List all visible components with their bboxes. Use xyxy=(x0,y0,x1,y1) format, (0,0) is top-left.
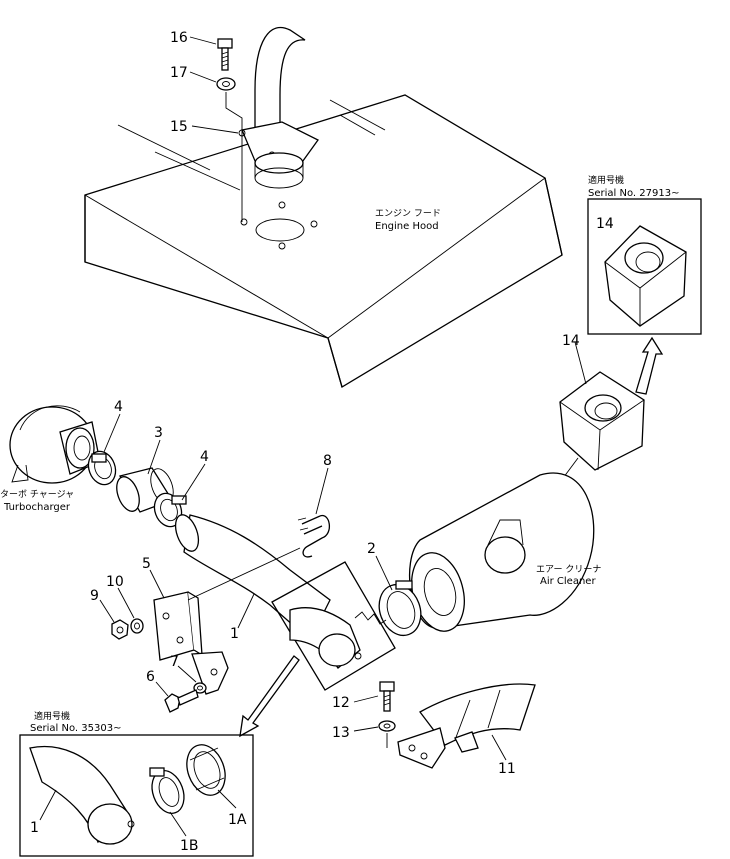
callout-1: 1 xyxy=(230,626,239,642)
leader-14 xyxy=(574,341,587,385)
leader-10 xyxy=(117,587,135,619)
leader-9 xyxy=(99,599,115,623)
washer-7 xyxy=(193,682,207,694)
callout-10: 10 xyxy=(106,574,124,590)
callout-16: 16 xyxy=(170,30,188,46)
engine-hood xyxy=(84,94,563,388)
callout-11: 11 xyxy=(498,761,516,777)
inset-top-serial-jp: 適用号機 xyxy=(588,174,624,186)
inset-box-bottom xyxy=(19,734,254,857)
leader-1 xyxy=(237,593,255,629)
leader-3 xyxy=(147,439,161,475)
callout-1b: 1B xyxy=(180,838,199,854)
callout-14-inset: 14 xyxy=(596,216,614,232)
exhaust-pipe xyxy=(238,26,319,189)
leader-12 xyxy=(353,695,379,703)
engine-hood-label-jp: エンジン フード xyxy=(375,209,441,219)
bolt-6 xyxy=(164,689,199,713)
callout-2: 2 xyxy=(367,541,376,557)
bracket-11 xyxy=(397,683,536,769)
leader-bracket-line xyxy=(187,547,301,601)
nut-9 xyxy=(111,619,129,640)
leader-1-inset xyxy=(39,789,57,821)
leader-13 xyxy=(353,726,379,732)
leader-1a xyxy=(217,789,237,809)
air-cleaner-label-jp: エアー クリーナ xyxy=(536,564,601,575)
turbocharger xyxy=(9,405,101,484)
leader-5 xyxy=(149,569,165,599)
arrow-to-inset-bottom xyxy=(239,655,300,738)
leader-2 xyxy=(375,555,393,591)
leader-15 xyxy=(191,125,239,134)
clamp-2 xyxy=(378,580,422,637)
pipe-detail-panel xyxy=(271,561,396,691)
leader-7 xyxy=(177,665,197,683)
inset-top-serial-en: Serial No. 27913~ xyxy=(588,188,679,199)
callout-4-left: 4 xyxy=(114,399,123,415)
inset-bottom-serial-jp: 適用号機 xyxy=(34,710,70,722)
callout-5: 5 xyxy=(142,556,151,572)
leader-1b xyxy=(169,811,187,837)
turbocharger-label-en: Turbocharger xyxy=(3,502,71,513)
turbocharger-label-jp: ターボ チャージャ xyxy=(0,489,74,500)
leader-16-17 xyxy=(225,92,243,222)
callout-14: 14 xyxy=(562,333,580,349)
leader-17 xyxy=(189,71,217,83)
callout-7: 7 xyxy=(170,654,179,670)
u-bolt-8 xyxy=(297,514,330,558)
leader-8 xyxy=(315,467,329,515)
callout-17: 17 xyxy=(170,65,188,81)
bolt-16 xyxy=(217,38,233,71)
inset-bottom-serial-en: Serial No. 35303~ xyxy=(30,723,121,734)
leader-16 xyxy=(189,36,217,45)
washer-13 xyxy=(378,720,396,732)
callout-4-right: 4 xyxy=(200,449,209,465)
leader-11 xyxy=(491,734,507,761)
callout-15: 15 xyxy=(170,119,188,135)
air-cleaner-label-en: Air Cleaner xyxy=(540,576,596,587)
air-cleaner xyxy=(408,472,595,632)
washer-17 xyxy=(216,77,236,91)
clamp-4-right xyxy=(153,492,187,528)
callout-1a: 1A xyxy=(228,812,247,828)
callout-13: 13 xyxy=(332,725,350,741)
callout-12: 12 xyxy=(332,695,350,711)
callout-3: 3 xyxy=(154,425,163,441)
callout-8: 8 xyxy=(323,453,332,469)
clamp-4-left xyxy=(87,450,117,486)
leader-4-right xyxy=(181,463,206,501)
arrow-to-inset-top xyxy=(635,336,664,395)
bracket-5 xyxy=(153,591,229,695)
engine-hood-label-en: Engine Hood xyxy=(375,221,439,232)
inset-box-top: 14 xyxy=(587,198,702,335)
callout-9: 9 xyxy=(90,588,99,604)
bolt-12 xyxy=(379,681,395,712)
leader-6 xyxy=(155,681,169,697)
washer-10 xyxy=(130,618,144,634)
leader-4-left xyxy=(103,413,121,453)
callout-6: 6 xyxy=(146,669,155,685)
callout-1-inset: 1 xyxy=(30,820,39,836)
part-14-block xyxy=(559,371,645,471)
